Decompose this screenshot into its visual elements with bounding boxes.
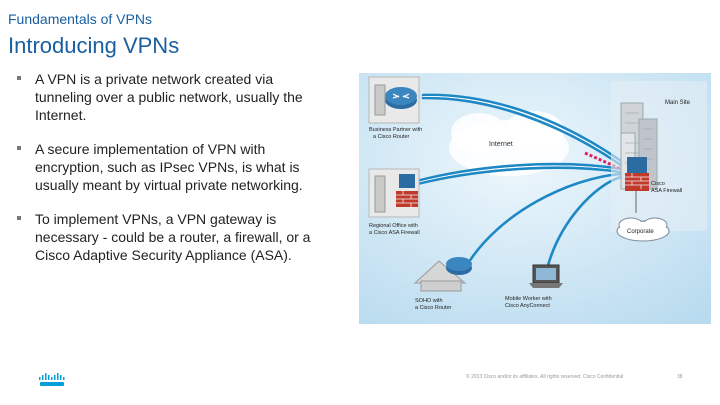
internet-label: Internet — [489, 141, 513, 148]
regional-office-site — [368, 168, 420, 218]
slide-supertitle: Fundamentals of VPNs — [8, 11, 152, 27]
asa-firewall-label-line1: Cisco — [651, 181, 665, 187]
main-firewall-icon — [625, 173, 649, 191]
main-site-asa-firewall — [625, 157, 649, 191]
business-partner-label-line2: a Cisco Router — [373, 134, 410, 140]
bullet-item: A secure implementation of VPN with encr… — [14, 140, 332, 194]
soho-label-line1: SOHO with — [415, 298, 443, 304]
business-partner-label: Business Partner with a Cisco Router — [369, 127, 424, 140]
business-partner-site — [368, 76, 420, 124]
regional-office-label: Regional Office with a Cisco ASA Firewal… — [369, 223, 420, 236]
corporate-cloud — [616, 217, 670, 242]
bullet-text: To implement VPNs, a VPN gateway is nece… — [35, 211, 311, 263]
tunnel-business-partner — [421, 93, 623, 163]
soho-label: SOHO with a Cisco Router — [415, 298, 452, 311]
bullet-text: A VPN is a private network created via t… — [35, 71, 303, 123]
tunnel-highlights — [416, 96, 622, 183]
tunnel-regional-office-2 — [415, 166, 623, 186]
mobile-worker-label: Mobile Worker with Cisco AnyConnect — [505, 296, 553, 309]
regional-office-label-line1: Regional Office with — [369, 223, 418, 229]
footer-page-number: 38 — [677, 374, 683, 380]
footer-copyright: © 2013 Cisco and/or its affiliates. All … — [466, 374, 624, 380]
bullet-item: To implement VPNs, a VPN gateway is nece… — [14, 210, 332, 264]
soho-label-line2: a Cisco Router — [415, 305, 452, 311]
bullet-square-icon — [17, 216, 21, 220]
cisco-logo — [39, 373, 65, 386]
regional-office-label-line2: a Cisco ASA Firewall — [369, 230, 420, 236]
bullet-square-icon — [17, 76, 21, 80]
asa-firewall-label: Cisco ASA Firewall — [651, 181, 682, 194]
mobile-worker-label-line2: Cisco AnyConnect — [505, 303, 550, 309]
business-partner-label-line1: Business Partner with — [369, 127, 422, 133]
bullet-item: A VPN is a private network created via t… — [14, 70, 332, 124]
soho-site — [413, 257, 472, 292]
bullet-square-icon — [17, 146, 21, 150]
bullet-list: A VPN is a private network created via t… — [14, 70, 332, 280]
asa-icon — [399, 174, 415, 188]
slide-title: Introducing VPNs — [8, 33, 180, 58]
asa-firewall-label-line2: ASA Firewall — [651, 188, 682, 194]
main-site-label: Main Site — [665, 100, 691, 106]
mobile-worker-label-line1: Mobile Worker with — [505, 296, 552, 302]
vpn-network-diagram: Internet Business Partner with a Cisco R… — [359, 73, 711, 324]
bullet-text: A secure implementation of VPN with encr… — [35, 141, 303, 193]
tunnel-business-partner-2 — [421, 96, 623, 167]
main-asa-icon — [627, 157, 647, 173]
mobile-worker-laptop — [529, 264, 563, 288]
internet-cloud — [449, 111, 569, 176]
tunnel-soho — [465, 172, 623, 267]
tunnel-regional-office — [415, 162, 623, 183]
corporate-label: Corporate — [627, 229, 654, 235]
